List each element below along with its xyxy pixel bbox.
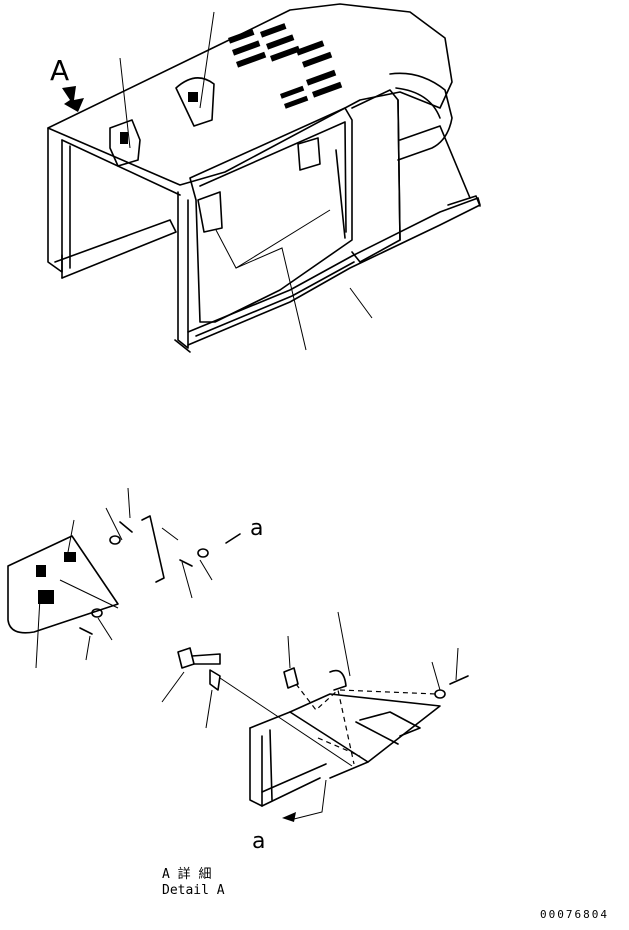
drawing-number: 00076804 (540, 908, 609, 921)
hood-assembly: A (47, 3, 481, 353)
arrow-a-top-label: a (250, 516, 263, 541)
detail-caption-jp: A 詳 細 (162, 866, 211, 882)
view-a-arrow (62, 86, 84, 112)
view-a-label: A (50, 54, 69, 87)
detail-caption-en: Detail A (162, 883, 225, 898)
detail-a-assembly: a a (7, 487, 469, 854)
vent-grille (228, 23, 343, 109)
arrow-a-bottom-label: a (252, 829, 265, 854)
